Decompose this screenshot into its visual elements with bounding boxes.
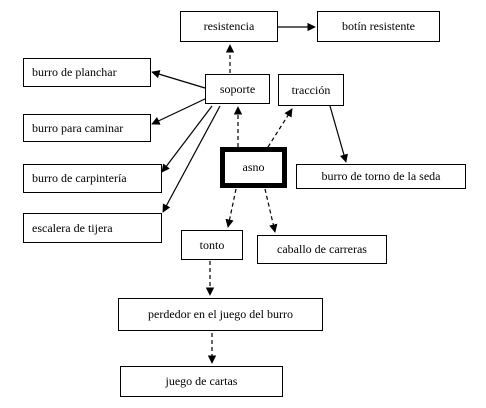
edge-soporte-escalera: [162, 105, 221, 213]
node-traccion: tracción: [278, 74, 344, 106]
edge-soporte-burro-planchar: [151, 70, 206, 89]
node-perdedor-en-el-juego-del-burro: perdedor en el juego del burro: [118, 298, 323, 331]
edge-asno-traccion: [267, 108, 293, 148]
node-caballo-de-carreras: caballo de carreras: [257, 235, 387, 264]
node-asno: asno: [220, 147, 287, 188]
node-resistencia: resistencia: [180, 11, 278, 42]
node-escalera-de-tijera: escalera de tijera: [23, 213, 162, 243]
edge-soporte-burro-carpinteria: [161, 105, 213, 173]
edge-asno-tonto: [225, 188, 237, 228]
edge-traccion-burro-torno: [329, 105, 348, 163]
node-burro-de-carpinteria: burro de carpintería: [23, 164, 162, 193]
node-botin-resistente: botín resistente: [317, 11, 440, 42]
edge-soporte-burro-caminar: [151, 97, 208, 125]
node-burro-de-planchar: burro de planchar: [23, 58, 151, 87]
node-burro-para-caminar: burro para caminar: [23, 114, 151, 142]
node-burro-de-torno-de-la-seda: burro de torno de la seda: [296, 164, 466, 189]
node-tonto: tonto: [181, 230, 243, 260]
node-soporte: soporte: [205, 74, 270, 104]
node-juego-de-cartas: juego de cartas: [120, 366, 283, 397]
edge-asno-caballo: [264, 188, 278, 233]
